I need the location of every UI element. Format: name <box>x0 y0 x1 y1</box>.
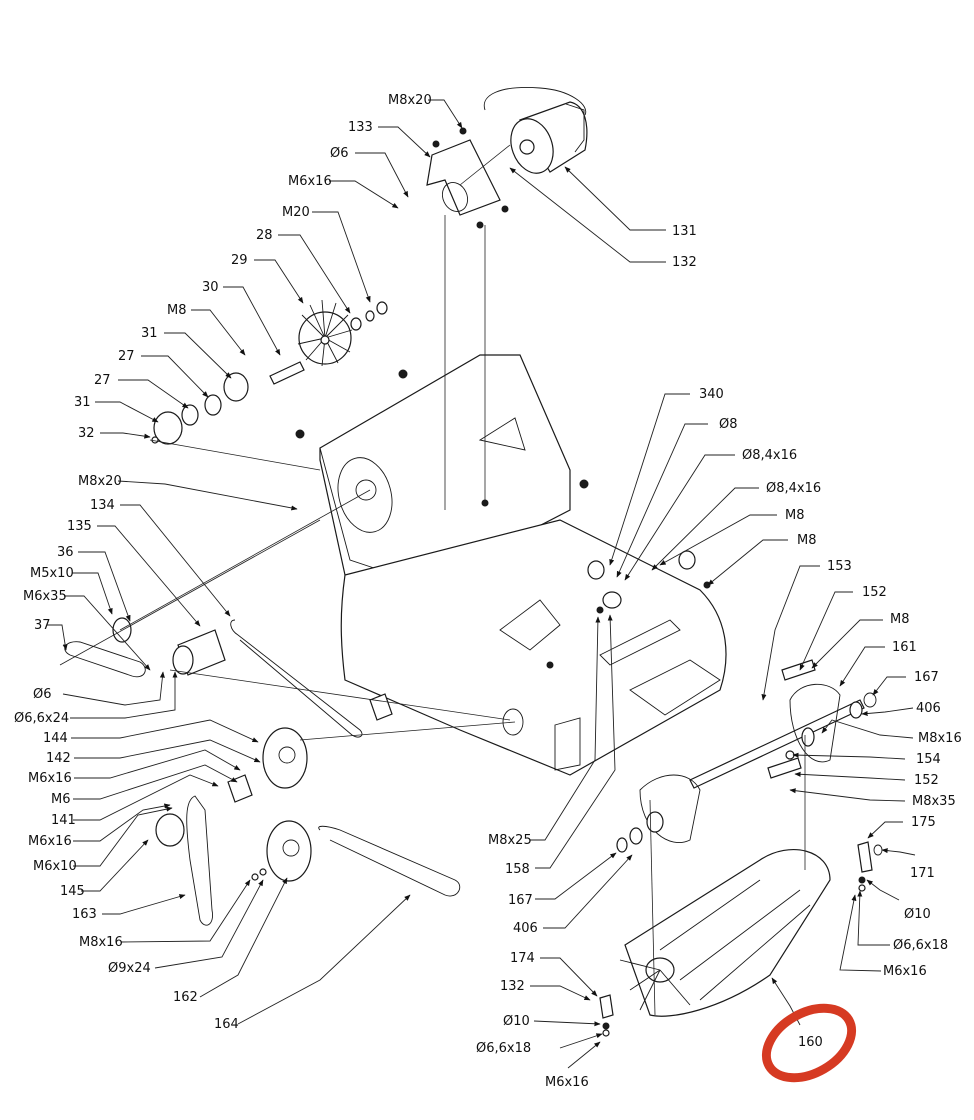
callout-label: M8x20 <box>388 93 432 108</box>
part-auger-end-hardware <box>599 841 883 1037</box>
callout-label: M8x35 <box>912 794 956 809</box>
part-fan-hardware <box>151 301 388 445</box>
callout-label: M6 <box>51 792 71 807</box>
callout-label: M8 <box>167 303 187 318</box>
callout-label: 133 <box>348 120 373 135</box>
callout-label: Ø6,6x18 <box>476 1041 531 1056</box>
callout-label: M6x16 <box>28 834 72 849</box>
callout-label: M8x16 <box>79 935 123 950</box>
part-auger-shaft <box>616 659 877 853</box>
callout-labels: M8x20 133 Ø6 M6x16 M20 28 29 30 M8 31 27… <box>14 93 962 1090</box>
callout-label: 132 <box>672 255 697 270</box>
callout-label: 134 <box>90 498 115 513</box>
callout-label: 340 <box>699 387 724 402</box>
callout-label: 406 <box>916 701 941 716</box>
highlight-ring-160 <box>761 1003 857 1083</box>
callout-label: M8 <box>890 612 910 627</box>
callout-label: M6x10 <box>33 859 77 874</box>
callout-label: 28 <box>256 228 273 243</box>
callout-label: M8 <box>797 533 817 548</box>
part-motor-plate-133 <box>426 127 509 229</box>
callout-label: 27 <box>118 349 135 364</box>
callout-label: 164 <box>214 1017 239 1032</box>
part-fan-29 <box>297 299 353 367</box>
callout-label: 29 <box>231 253 248 268</box>
callout-label: 154 <box>916 752 941 767</box>
callout-label: 174 <box>510 951 535 966</box>
callout-label: M8x25 <box>488 833 532 848</box>
callout-label: 30 <box>202 280 219 295</box>
leaders-layer <box>47 99 916 1069</box>
callout-label: Ø8,4x16 <box>766 481 821 496</box>
callout-label: 161 <box>892 640 917 655</box>
callout-label: 163 <box>72 907 97 922</box>
callout-label: Ø6 <box>33 687 52 702</box>
callout-label: M5x10 <box>30 566 74 581</box>
callout-label: 32 <box>78 426 95 441</box>
callout-label: M6x16 <box>28 771 72 786</box>
callout-label: M8 <box>785 508 805 523</box>
callout-label: 152 <box>862 585 887 600</box>
callout-label: 162 <box>173 990 198 1005</box>
callout-label: Ø9x24 <box>108 961 151 976</box>
callout-label: 31 <box>141 326 158 341</box>
callout-label: 36 <box>57 545 74 560</box>
callout-label: 171 <box>910 866 935 881</box>
callout-label: 144 <box>43 731 68 746</box>
parts-layer <box>59 87 883 1037</box>
callout-label: 167 <box>914 670 939 685</box>
callout-label: 132 <box>500 979 525 994</box>
callout-label: Ø10 <box>904 907 931 922</box>
callout-label: M8x20 <box>78 474 122 489</box>
callout-label: 141 <box>51 813 76 828</box>
part-frame <box>340 519 727 776</box>
callout-label: M8x16 <box>918 731 962 746</box>
part-auger-160 <box>619 849 831 1017</box>
callout-label: Ø8,4x16 <box>742 448 797 463</box>
callout-label-highlighted: 160 <box>798 1035 823 1050</box>
callout-label: Ø6,6x24 <box>14 711 69 726</box>
callout-label: Ø6,6x18 <box>893 938 948 953</box>
callout-label: M20 <box>282 205 310 220</box>
callout-label: 142 <box>46 751 71 766</box>
callout-label: 406 <box>513 921 538 936</box>
callout-label: 131 <box>672 224 697 239</box>
callout-label: M6x16 <box>288 174 332 189</box>
callout-label: 167 <box>508 893 533 908</box>
callout-label: 27 <box>94 373 111 388</box>
callout-label: 158 <box>505 862 530 877</box>
callout-label: 37 <box>34 618 51 633</box>
callout-label: M6x16 <box>883 964 927 979</box>
part-motor-131 <box>483 87 588 174</box>
callout-label: 152 <box>914 773 939 788</box>
callout-label: 175 <box>911 815 936 830</box>
callout-label: M6x35 <box>23 589 67 604</box>
callout-label: Ø6 <box>330 146 349 161</box>
callout-label: 135 <box>67 519 92 534</box>
callout-label: Ø8 <box>719 417 738 432</box>
callout-label: M6x16 <box>545 1075 589 1090</box>
callout-label: 153 <box>827 559 852 574</box>
assembly-axis-lines <box>59 144 806 1016</box>
callout-label: 31 <box>74 395 91 410</box>
callout-label: Ø10 <box>503 1014 530 1029</box>
callout-label: 145 <box>60 884 85 899</box>
